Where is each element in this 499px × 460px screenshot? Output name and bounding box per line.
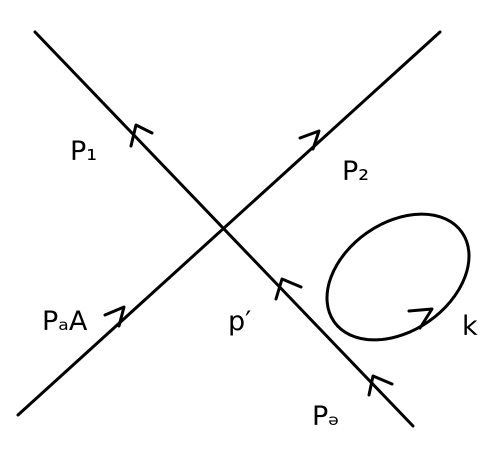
label-pb: Pₔ — [312, 401, 340, 432]
arrow-p1 — [129, 123, 154, 148]
arrow-p2 — [298, 129, 321, 151]
loop-k — [325, 212, 471, 342]
line-p1-to-pb — [33, 30, 415, 428]
label-p1: P₁ — [70, 136, 97, 167]
arrow-pa — [103, 305, 126, 328]
label-pprime: p′ — [228, 306, 251, 337]
label-p2: P₂ — [342, 156, 369, 187]
label-pa: PₐA — [42, 306, 88, 337]
line-pa-to-p2 — [16, 30, 442, 417]
arrow-pprime — [274, 277, 303, 301]
label-k: k — [462, 311, 478, 342]
arrow-pb — [367, 374, 394, 397]
arrow-k — [407, 307, 434, 330]
